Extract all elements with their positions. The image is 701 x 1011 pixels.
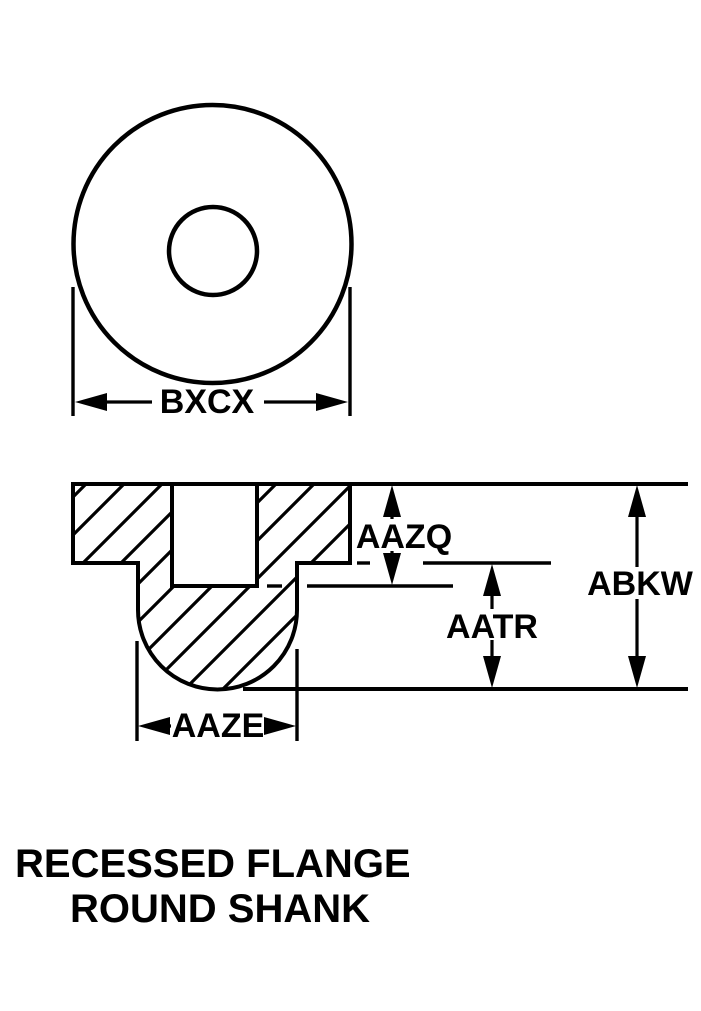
dimension-label-aatr: AATR	[446, 608, 538, 646]
section-view: AAZQ AATR ABKW AAZE	[71, 482, 700, 745]
dimension-aazq: AAZQ	[356, 485, 452, 585]
top-view: BXCX	[71, 102, 354, 421]
dimension-label-aaze: AAZE	[172, 707, 265, 745]
label-mask	[443, 609, 541, 640]
label-mask	[171, 710, 264, 741]
arrowhead-down-icon	[383, 553, 401, 585]
dimension-label-aazq: AAZQ	[356, 518, 452, 556]
caption: RECESSED FLANGE ROUND SHANK	[15, 842, 411, 931]
dimension-label-bxcx: BXCX	[160, 383, 255, 421]
label-mask	[152, 386, 264, 417]
dimension-aaze: AAZE	[135, 641, 299, 745]
dimension-label-abkw: ABKW	[587, 565, 694, 603]
arrowhead-up-icon	[483, 564, 501, 596]
title-line-1: RECESSED FLANGE	[15, 842, 411, 886]
arrowhead-down-icon	[628, 656, 646, 688]
title-line-2: ROUND SHANK	[70, 887, 370, 931]
dimension-bxcx: BXCX	[71, 287, 352, 421]
arrowhead-up-icon	[628, 485, 646, 517]
arrowhead-down-icon	[483, 656, 501, 688]
shank-hole-circle	[166, 204, 260, 298]
section-body-hatched	[71, 482, 352, 692]
arrowhead-right-icon	[264, 717, 296, 735]
arrowhead-right-icon	[316, 393, 348, 411]
dimension-aatr: AATR	[443, 564, 541, 688]
dimension-abkw: ABKW	[580, 485, 700, 688]
arrowhead-left-icon	[75, 393, 107, 411]
label-mask	[580, 567, 700, 599]
arrowhead-left-icon	[138, 717, 170, 735]
label-mask	[356, 519, 451, 551]
arrowhead-up-icon	[383, 485, 401, 517]
flange-outline-circle	[71, 102, 354, 386]
